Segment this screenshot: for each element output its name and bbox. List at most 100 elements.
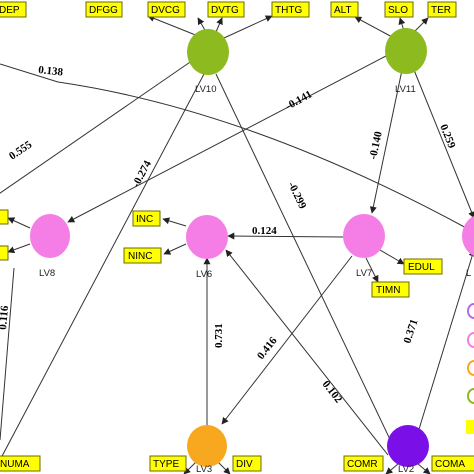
arrow-lv7-edul (379, 249, 405, 265)
legend-pink-marker (467, 332, 474, 348)
indicator-inc: INC (132, 210, 161, 227)
lv-right-node (462, 215, 474, 257)
indicator-ter: TER (427, 1, 457, 18)
legend-green-marker (467, 388, 474, 404)
coef-n0274: -0.274 (130, 158, 154, 189)
indicator-div: DIV (232, 455, 262, 472)
arrow-lv10-numa (0, 73, 205, 461)
coef-0138: 0.138 (38, 64, 64, 79)
arrow-lv2-lv6 (225, 249, 389, 456)
lv11-node (385, 28, 427, 74)
indicator-timn: TIMN (371, 281, 410, 298)
lv7-label: LV7 (356, 268, 372, 279)
arrow-lv11-right (413, 69, 474, 219)
arrow-lv7-lv3 (221, 255, 353, 425)
arrow-lv2-coma (417, 463, 431, 474)
coef-0259: 0.259 (437, 123, 458, 151)
arrow-lv6-ninc (163, 243, 187, 255)
coef-0416: 0.416 (255, 335, 280, 362)
arrow-lv10-lv2 (215, 73, 397, 453)
lv-right-label: L (466, 268, 471, 279)
lv2-label: LV2 (398, 464, 414, 474)
indicator-coma: COMA (431, 455, 474, 472)
arrow-lv2-right (411, 249, 474, 453)
arrow-lv7-timn (365, 257, 379, 283)
indicator-dvcg: DVCG (147, 1, 186, 18)
arrow-left-0116 (0, 267, 15, 441)
lv6-node (186, 215, 228, 259)
indicator-dfgg: DFGG (85, 1, 123, 18)
coef-0102: 0.102 (320, 378, 345, 405)
indicator-comr: COMR (343, 455, 384, 472)
svg-text:EDUL: EDUL (408, 262, 435, 273)
svg-text:TYPE: TYPE (153, 459, 179, 470)
indicator-edul: EDUL (403, 258, 443, 275)
lv11-label: LV11 (395, 84, 416, 95)
svg-text:DFGG: DFGG (89, 5, 118, 16)
arrow-0138-right (57, 81, 471, 231)
legend-purple-marker (467, 303, 474, 319)
lv3-label: LV3 (196, 464, 212, 474)
arrow-lv10-left (0, 57, 197, 194)
svg-text:DVCG: DVCG (151, 5, 180, 16)
arrow-lv11-lv8 (67, 55, 387, 223)
lv10-node (187, 29, 229, 75)
arrow-offcanvas-0138 (0, 63, 59, 83)
indicator-dvtg: DVTG (207, 1, 245, 18)
indicator-type: TYPE (149, 455, 187, 472)
lv2-node (387, 425, 429, 467)
coef-0116: 0.116 (0, 305, 11, 331)
svg-text:TER: TER (431, 5, 451, 16)
coef-n0140: -0.140 (367, 130, 385, 161)
latent-variables: LV10 LV11 LV8 LV6 LV7 LV3 LV2 L (30, 28, 474, 474)
lv3-node (187, 425, 227, 467)
svg-text:SLO: SLO (388, 5, 408, 16)
indicator-slo: SLO (384, 1, 414, 18)
svg-text:DEP: DEP (0, 5, 20, 16)
arrow-lv2-comr (385, 463, 399, 474)
svg-text:NINC: NINC (128, 251, 152, 262)
svg-text:THTG: THTG (275, 5, 302, 16)
arrow-lv3-div (217, 461, 231, 474)
indicator-lv8-bottom (0, 245, 9, 261)
svg-text:TIMN: TIMN (376, 285, 400, 296)
coef-0555: 0.555 (7, 138, 35, 162)
arrow-lv11-ter (413, 17, 429, 33)
coef-n0299: -0.299 (285, 180, 308, 211)
indicator-thtg: THTG (271, 1, 310, 18)
arrow-lv11-alt (354, 16, 395, 39)
coef-0371: 0.371 (401, 318, 420, 345)
indicator-dep: DEP (0, 1, 27, 18)
path-arrows (0, 15, 474, 474)
lv8-node (30, 214, 70, 258)
arrow-lv8-ind2 (7, 243, 31, 254)
lv6-label: LV6 (196, 269, 212, 280)
svg-text:NUMA: NUMA (0, 459, 30, 470)
arrow-lv3-type (183, 461, 197, 474)
arrow-lv10-dfgg (147, 15, 199, 37)
svg-text:DVTG: DVTG (211, 5, 239, 16)
arrow-lv10-thtg (223, 15, 273, 39)
legend-indicator-marker (466, 420, 474, 434)
lv10-label: LV10 (195, 84, 216, 95)
coef-0124: 0.124 (252, 225, 277, 237)
svg-text:COMA: COMA (435, 459, 465, 470)
arrow-lv10-dvtg (215, 17, 223, 33)
indicator-ninc: NINC (123, 247, 162, 264)
arrow-lv6-inc (162, 217, 187, 227)
arrow-lv8-ind1 (7, 217, 31, 229)
lv7-node (343, 214, 385, 258)
indicator-numa: NUMA (0, 455, 41, 472)
coef-n0141: -0.141 (284, 88, 315, 112)
svg-text:DIV: DIV (236, 459, 253, 470)
legend (466, 303, 474, 434)
svg-text:INC: INC (136, 214, 153, 225)
legend-orange-marker (467, 360, 474, 376)
arrow-lv11-lv7 (369, 69, 403, 214)
lv8-label: LV8 (39, 268, 55, 279)
coef-0731: 0.731 (213, 323, 225, 348)
arrow-lv7-lv6 (227, 232, 344, 240)
indicator-lv8-top (0, 209, 9, 225)
